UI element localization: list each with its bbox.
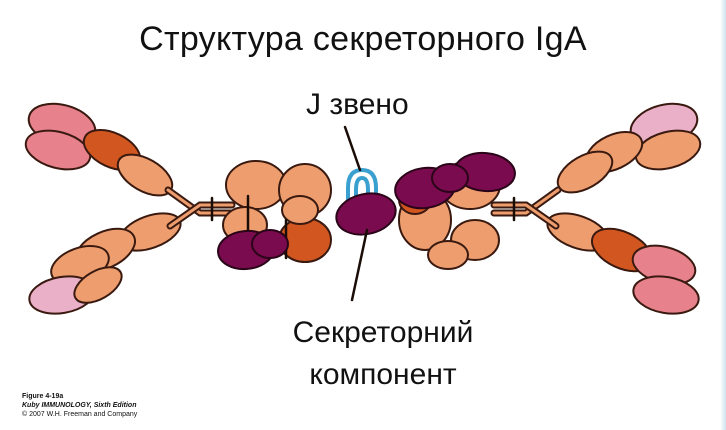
caption-figure-number: Figure 4-19a: [22, 392, 137, 401]
j-chain-label: J звено: [306, 88, 409, 122]
left-upper-fab: [21, 97, 179, 204]
secretory-pointer: [352, 230, 367, 300]
figure-caption: Figure 4-19a Kuby IMMUNOLOGY, Sixth Edit…: [22, 392, 137, 419]
secretory-label-line1: Секреторний: [258, 316, 508, 350]
left-lower-fab: [26, 206, 185, 318]
left-hinge: [168, 190, 232, 226]
caption-book-title: Kuby IMMUNOLOGY, Sixth Edition: [22, 401, 137, 410]
right-iga-monomer: [393, 97, 705, 319]
right-lower-fab: [542, 206, 701, 318]
caption-copyright: © 2007 W.H. Freeman and Company: [22, 410, 137, 419]
left-iga-monomer: [21, 97, 331, 319]
j-chain-pointer: [345, 127, 360, 170]
right-hinge: [494, 190, 558, 226]
right-upper-fab: [551, 97, 705, 201]
secretory-label-line2: компонент: [258, 358, 508, 392]
slide-edge-shadow: [720, 0, 726, 430]
